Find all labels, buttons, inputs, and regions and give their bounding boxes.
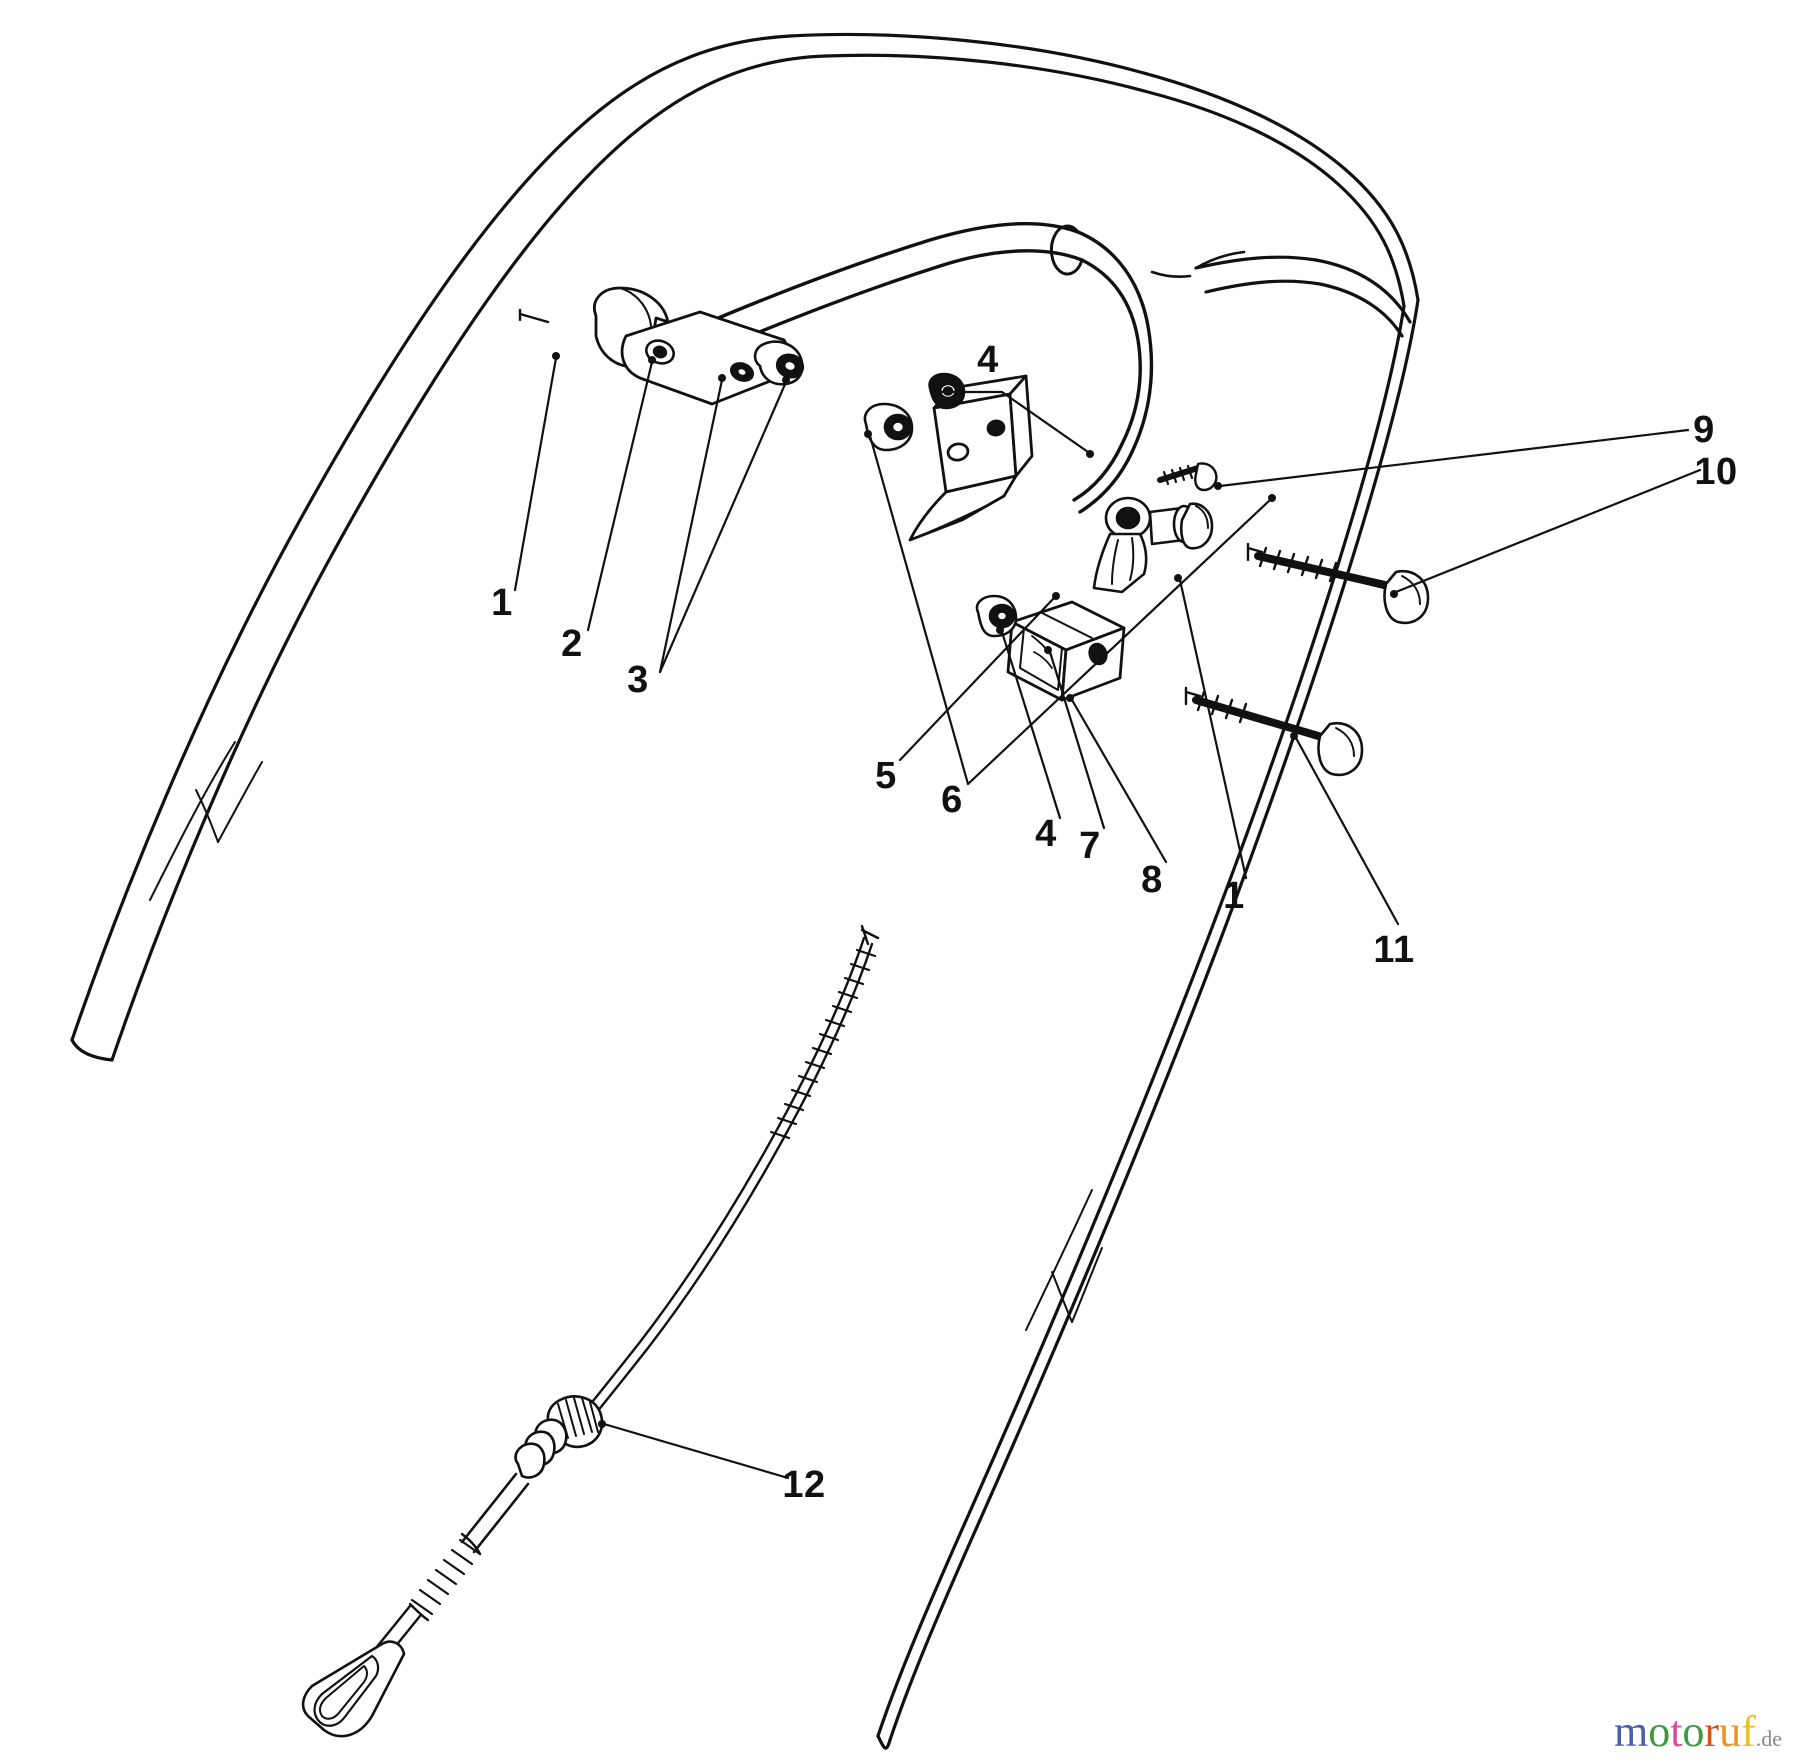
wm-letter-f: f <box>1741 1707 1756 1756</box>
handle-bar-left <box>70 34 828 1062</box>
callout-8: 8 <box>1141 859 1163 901</box>
wm-letter-m: m <box>1613 1707 1649 1756</box>
leader-lines <box>513 352 1702 1480</box>
part-control-cable <box>301 924 880 1738</box>
callout-12: 12 <box>782 1464 825 1506</box>
part-carriage-bolt-upper <box>1246 542 1430 625</box>
part-bushing-bracket <box>863 402 914 452</box>
cable-spring-lower <box>410 1538 482 1616</box>
motoruf-watermark: motoruf.de <box>1614 1710 1782 1754</box>
wm-letter-u: u <box>1719 1707 1742 1756</box>
callout-6: 6 <box>941 779 963 821</box>
callout-labels: 1 2 3 4 5 6 4 7 8 1 9 10 11 12 <box>491 339 1737 1506</box>
part-bushing-b <box>753 340 805 386</box>
part-cable-retainer <box>1092 496 1214 594</box>
handle-bar-top <box>788 32 1420 308</box>
callout-5: 5 <box>875 755 897 797</box>
cable-z-end-terminal <box>301 1640 406 1738</box>
callout-4-upper: 4 <box>977 339 999 381</box>
wm-suffix: .de <box>1755 1726 1782 1751</box>
callout-1-lower: 1 <box>1223 875 1245 917</box>
callout-11: 11 <box>1373 929 1414 971</box>
part-carriage-bolt-lower <box>1184 686 1364 777</box>
callout-4-lower: 4 <box>1035 813 1057 855</box>
callout-10: 10 <box>1694 451 1737 493</box>
handle-bar-right <box>876 298 1420 1750</box>
control-bail-bar <box>688 221 1412 514</box>
wm-letter-r: r <box>1704 1707 1720 1756</box>
callout-9: 9 <box>1693 409 1715 451</box>
wm-letter-o2: o <box>1682 1707 1705 1756</box>
callout-3: 3 <box>627 659 649 701</box>
part-cable-clamp-block <box>1006 600 1126 702</box>
callout-1: 1 <box>491 582 513 624</box>
wm-letter-t: t <box>1670 1707 1683 1756</box>
wm-letter-o1: o <box>1648 1707 1671 1756</box>
cable-adjuster-barrel <box>514 1395 604 1479</box>
callout-2: 2 <box>561 623 583 665</box>
part-angle-bracket <box>908 374 1034 542</box>
callout-7: 7 <box>1079 825 1101 867</box>
part-bolt-short-center <box>1157 462 1218 492</box>
